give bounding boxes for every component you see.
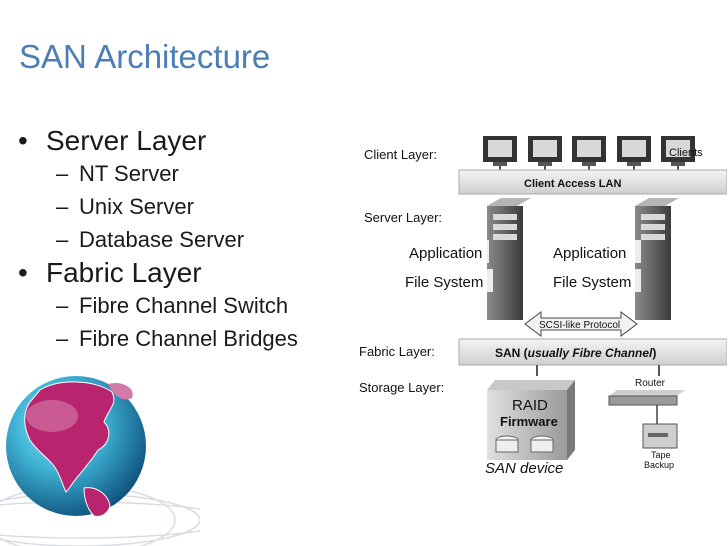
slide-title: SAN Architecture (19, 38, 271, 75)
bullet-dot: • (18, 125, 28, 156)
raid-label: RAID (512, 397, 548, 414)
sub-bullet-database-server: –Database Server (18, 223, 298, 256)
san-diagram: Client Layer: Clients Client Access LAN … (347, 128, 727, 480)
sub-bullet-label: Database Server (79, 227, 245, 252)
app-label-bg (547, 240, 641, 263)
sub-bullet-label: NT Server (79, 161, 179, 186)
bullet-fabric-layer: • Fabric Layer (18, 256, 298, 289)
globe-image (0, 376, 200, 546)
computer-icon (617, 136, 651, 166)
app-label-bg (405, 240, 489, 263)
sub-bullet-nt-server: –NT Server (18, 157, 298, 190)
computer-icon (528, 136, 562, 166)
sub-bullet-label: Unix Server (79, 194, 194, 219)
computer-icon (483, 136, 517, 166)
application-label-left: Application (409, 245, 482, 262)
dash: – (56, 227, 69, 252)
sub-bullet-unix-server: –Unix Server (18, 190, 298, 223)
tape-label: Tape (651, 450, 671, 460)
clients-label: Clients (669, 147, 703, 159)
scsi-protocol-label: SCSI-like Protocol (539, 320, 620, 331)
fs-label-bg (547, 269, 641, 292)
server-layer-label: Server Layer: (364, 210, 442, 225)
firmware-label: Firmware (500, 414, 558, 429)
router-label: Router (635, 378, 666, 389)
fabric-layer-label: Fabric Layer: (359, 344, 435, 359)
dash: – (56, 293, 69, 318)
dash: – (56, 194, 69, 219)
computer-icon (572, 136, 606, 166)
bullet-list: •Server Layer –NT Server –Unix Server –D… (18, 124, 298, 355)
bullet-server-layer: • Server Layer (18, 124, 298, 157)
raid-device (487, 380, 575, 460)
client-computers (483, 136, 695, 166)
sub-bullet-label: Fibre Channel Switch (79, 293, 289, 318)
computer-icon (661, 136, 695, 166)
bullet-dot: • (18, 257, 28, 288)
continent-south-america (83, 487, 111, 517)
san-band (458, 338, 727, 366)
scsi-double-arrow (524, 311, 638, 337)
sub-bullet-fc-bridges: –Fibre Channel Bridges (18, 322, 298, 355)
bullet-label: Server Layer (46, 125, 207, 156)
bullet-label: Fabric Layer (46, 257, 202, 288)
dash: – (56, 161, 69, 186)
san-device-label: SAN device (485, 460, 563, 477)
storage-layer-label: Storage Layer: (359, 380, 444, 395)
fabric-connectors (536, 365, 660, 376)
continent-north-america (24, 381, 115, 493)
sub-bullet-label: Fibre Channel Bridges (79, 326, 298, 351)
file-system-label-left: File System (405, 274, 483, 291)
sub-bullet-fc-switch: –Fibre Channel Switch (18, 289, 298, 322)
san-label: SAN (usually Fibre Channel) (495, 346, 656, 360)
continent-greenland (108, 382, 133, 400)
application-label-right: Application (553, 245, 626, 262)
dash: – (56, 326, 69, 351)
fs-label-bg (401, 269, 493, 292)
file-system-label-right: File System (553, 274, 631, 291)
globe-highlight (26, 400, 78, 432)
client-layer-label: Client Layer: (364, 147, 437, 162)
client-connectors (499, 166, 679, 170)
router-icon (608, 390, 685, 424)
server-tower-left (487, 198, 531, 320)
client-lan-band (458, 169, 727, 195)
tape-backup-icon (642, 423, 678, 449)
backup-label: Backup (644, 460, 674, 470)
client-lan-label: Client Access LAN (524, 178, 621, 190)
